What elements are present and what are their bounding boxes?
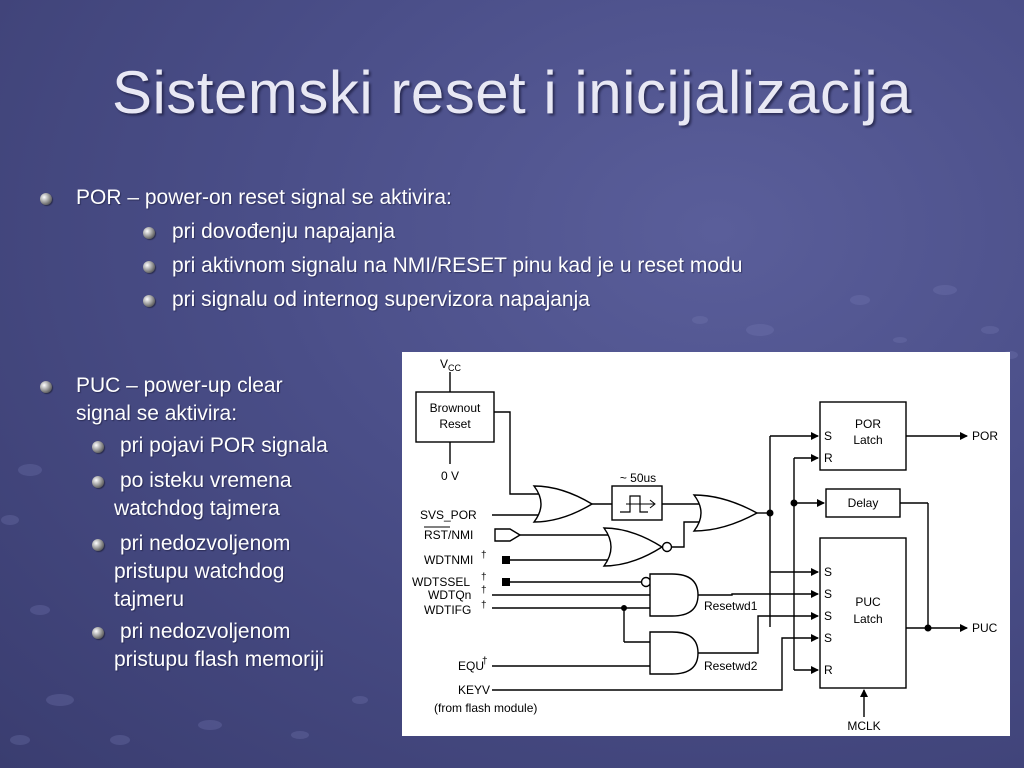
- por-latch: [819, 401, 907, 471]
- zero-v-label: 0 V: [441, 469, 459, 483]
- brownout-reset-block: [415, 391, 495, 443]
- dagger-mark: †: [481, 585, 487, 596]
- pulse-label: ~ 50us: [620, 471, 656, 485]
- dagger-mark: †: [481, 572, 487, 583]
- puc-latch-label: PUC: [855, 595, 881, 609]
- svs-por-label: SVS_POR: [420, 508, 477, 522]
- puc-item-cont: pristupu flash memoriji: [114, 648, 325, 671]
- dagger-mark: †: [481, 550, 487, 561]
- delay-label: Delay: [848, 496, 879, 510]
- pin-s-label: S: [824, 429, 832, 443]
- bullet-icon: [40, 381, 52, 393]
- por-latch-label: Latch: [853, 433, 882, 447]
- wdtnmi-label: WDTNMI: [424, 553, 473, 567]
- reset-circuit-diagram: VCC Brownout Reset 0 V ~ 50us SVS_POR RS…: [402, 352, 1010, 736]
- bullet-icon: [92, 627, 104, 639]
- and-gate-2: [649, 631, 699, 675]
- dagger-mark: †: [481, 600, 487, 611]
- bullet-icon: [143, 227, 155, 239]
- puc-item: pri nedozvoljenom: [120, 532, 291, 555]
- puc-item: pri pojavi POR signala: [120, 434, 328, 457]
- por-item: pri aktivnom signalu na NMI/RESET pinu k…: [172, 254, 743, 277]
- puc-item-cont: watchdog tajmera: [114, 497, 280, 520]
- bullet-icon: [40, 193, 52, 205]
- por-item: pri signalu od internog supervizora napa…: [172, 288, 590, 311]
- slide-title: Sistemski reset i inicijalizacija: [111, 59, 913, 126]
- wdtifg-label: WDTIFG: [424, 603, 471, 617]
- brownout-label: Brownout: [430, 401, 481, 415]
- bullet-icon: [143, 295, 155, 307]
- and-gate-1: [649, 573, 699, 617]
- pin-s-label: S: [824, 609, 832, 623]
- keyv-label: KEYV: [458, 683, 490, 697]
- resetwd2-label: Resetwd2: [704, 659, 758, 673]
- wdtqn-label: WDTQn: [428, 588, 471, 602]
- or-gate-1: [532, 485, 594, 523]
- nor-gate: [602, 527, 664, 567]
- puc-output-label: PUC: [972, 621, 998, 635]
- brownout-label: Reset: [439, 417, 471, 431]
- pin-s-label: S: [824, 587, 832, 601]
- por-latch-label: POR: [855, 417, 881, 431]
- puc-item: po isteku vremena: [120, 469, 292, 492]
- puc-heading-line2: signal se aktivira:: [76, 402, 238, 425]
- puc-item-cont: pristupu watchdog: [114, 560, 285, 583]
- puc-latch-label: Latch: [853, 612, 882, 626]
- bullet-icon: [92, 441, 104, 453]
- puc-heading-line1: PUC – power-up clear: [76, 374, 283, 397]
- pin-s-label: S: [824, 565, 832, 579]
- vcc-label: VCC: [440, 357, 462, 373]
- puc-latch: [819, 537, 907, 689]
- dagger-mark: †: [482, 656, 488, 667]
- puc-item: pri nedozvoljenom: [120, 620, 291, 643]
- resetwd1-label: Resetwd1: [704, 599, 758, 613]
- pin-r-label: R: [824, 451, 833, 465]
- wdtssel-label: WDTSSEL: [412, 575, 470, 589]
- or-gate-2: [692, 494, 759, 532]
- pin-r-label: R: [824, 663, 833, 677]
- bullet-icon: [92, 476, 104, 488]
- equ-label: EQU: [458, 659, 484, 673]
- bullet-icon: [143, 261, 155, 273]
- pin-s-label: S: [824, 631, 832, 645]
- por-item: pri dovođenju napajanja: [172, 220, 396, 243]
- rst-nmi-label: RST/NMI: [424, 528, 473, 542]
- puc-item-cont: tajmeru: [114, 588, 185, 611]
- por-heading: POR – power-on reset signal se aktivira:: [76, 186, 452, 209]
- por-output-label: POR: [972, 429, 998, 443]
- bullet-icon: [92, 539, 104, 551]
- from-flash-label: (from flash module): [434, 701, 537, 715]
- mclk-label: MCLK: [847, 719, 880, 733]
